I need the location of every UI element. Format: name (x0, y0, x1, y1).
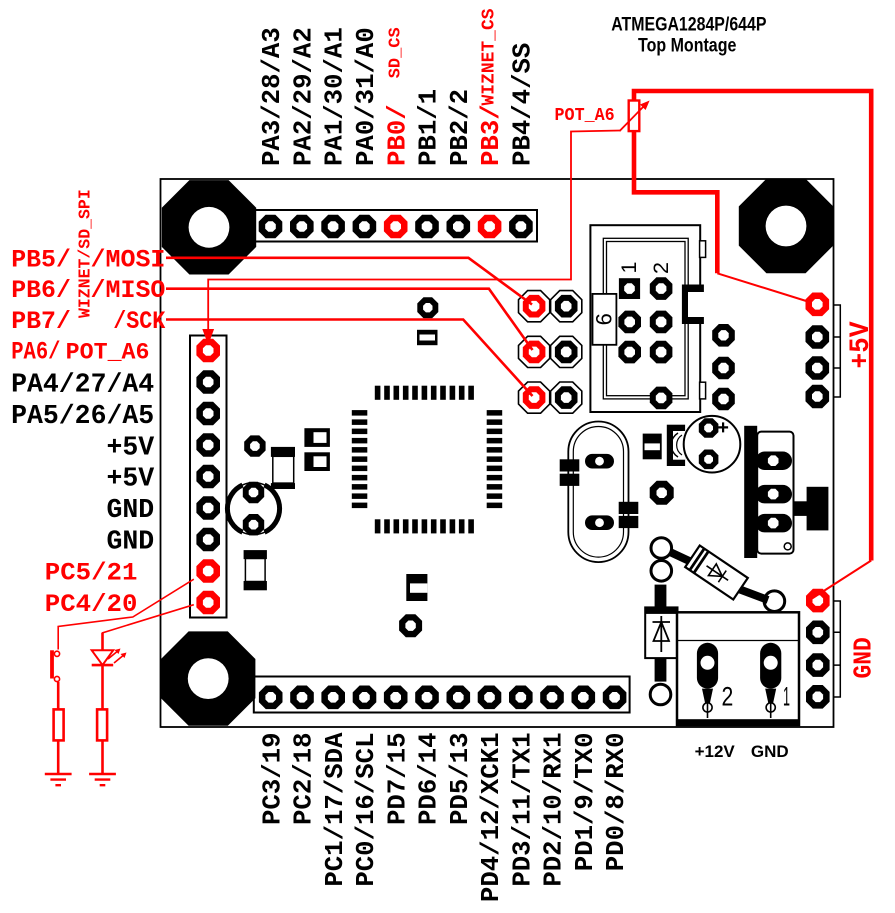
svg-text:PB6/: PB6/ (11, 276, 71, 305)
svg-text:SD_CS: SD_CS (387, 27, 406, 78)
svg-text:PB2/2: PB2/2 (446, 89, 475, 166)
svg-text:GND: GND (106, 526, 154, 556)
svg-text:+5V: +5V (106, 464, 154, 494)
svg-text:POT_A6: POT_A6 (66, 340, 150, 366)
svg-text:PD1/9/TX0: PD1/9/TX0 (571, 733, 600, 872)
svg-text:PA1/30/A1: PA1/30/A1 (321, 27, 350, 166)
svg-text:PB5/: PB5/ (11, 246, 71, 275)
svg-text:/SCK: /SCK (113, 307, 165, 336)
svg-text:/MOSI: /MOSI (91, 246, 166, 275)
svg-text:PD7/15: PD7/15 (383, 733, 412, 826)
svg-text:1: 1 (617, 262, 641, 274)
svg-text:PC5/21: PC5/21 (45, 558, 138, 587)
svg-text:PD5/13: PD5/13 (446, 733, 475, 826)
svg-text:PC1/17/SDA: PC1/17/SDA (321, 732, 350, 887)
svg-text:PC3/19: PC3/19 (258, 733, 287, 826)
svg-text:+12V: +12V (695, 742, 736, 761)
svg-text:PC2/18: PC2/18 (290, 733, 319, 826)
svg-text:GND: GND (848, 637, 878, 678)
svg-text:2: 2 (649, 262, 673, 274)
svg-text:PB3/: PB3/ (477, 104, 506, 166)
svg-text:GND: GND (751, 742, 789, 761)
svg-text:GND: GND (106, 495, 154, 525)
svg-text:6: 6 (591, 313, 616, 325)
svg-text:+5V: +5V (106, 432, 154, 462)
svg-text:PA0/31/A0: PA0/31/A0 (352, 27, 381, 166)
svg-text:PA3/28/A3: PA3/28/A3 (258, 27, 287, 166)
svg-text:ATMEGA1284P/644P: ATMEGA1284P/644P (611, 14, 766, 36)
svg-text:PD4/12/XCK1: PD4/12/XCK1 (477, 733, 506, 903)
svg-text:+5V: +5V (846, 321, 877, 368)
svg-text:PD3/11/TX1: PD3/11/TX1 (508, 733, 537, 887)
svg-text:PB4/4/SS: PB4/4/SS (509, 43, 538, 166)
svg-text:WIZNET/SD_SPI: WIZNET/SD_SPI (76, 189, 95, 318)
svg-text:PC4/20: PC4/20 (45, 590, 138, 619)
svg-text:PB0/: PB0/ (383, 104, 412, 166)
svg-text:Top Montage: Top Montage (638, 35, 737, 57)
svg-text:PB7/: PB7/ (11, 307, 71, 336)
svg-text:2: 2 (722, 682, 734, 712)
svg-text:/MISO: /MISO (91, 276, 166, 305)
svg-text:1: 1 (783, 682, 790, 712)
svg-text:PC0/16/SCL: PC0/16/SCL (352, 733, 381, 887)
svg-text:WIZNET_CS: WIZNET_CS (480, 8, 500, 105)
svg-text:POT_A6: POT_A6 (555, 106, 615, 126)
svg-text:PA6/: PA6/ (11, 338, 60, 367)
svg-text:PB1/1: PB1/1 (415, 89, 444, 166)
svg-text:PA4/27/A4: PA4/27/A4 (11, 369, 154, 399)
svg-text:PD6/14: PD6/14 (415, 733, 444, 826)
svg-text:PD2/10/RX1: PD2/10/RX1 (540, 733, 569, 887)
svg-text:PA2/29/A2: PA2/29/A2 (289, 27, 318, 166)
svg-text:PD0/8/RX0: PD0/8/RX0 (602, 733, 631, 872)
svg-text:PA5/26/A5: PA5/26/A5 (11, 401, 154, 431)
